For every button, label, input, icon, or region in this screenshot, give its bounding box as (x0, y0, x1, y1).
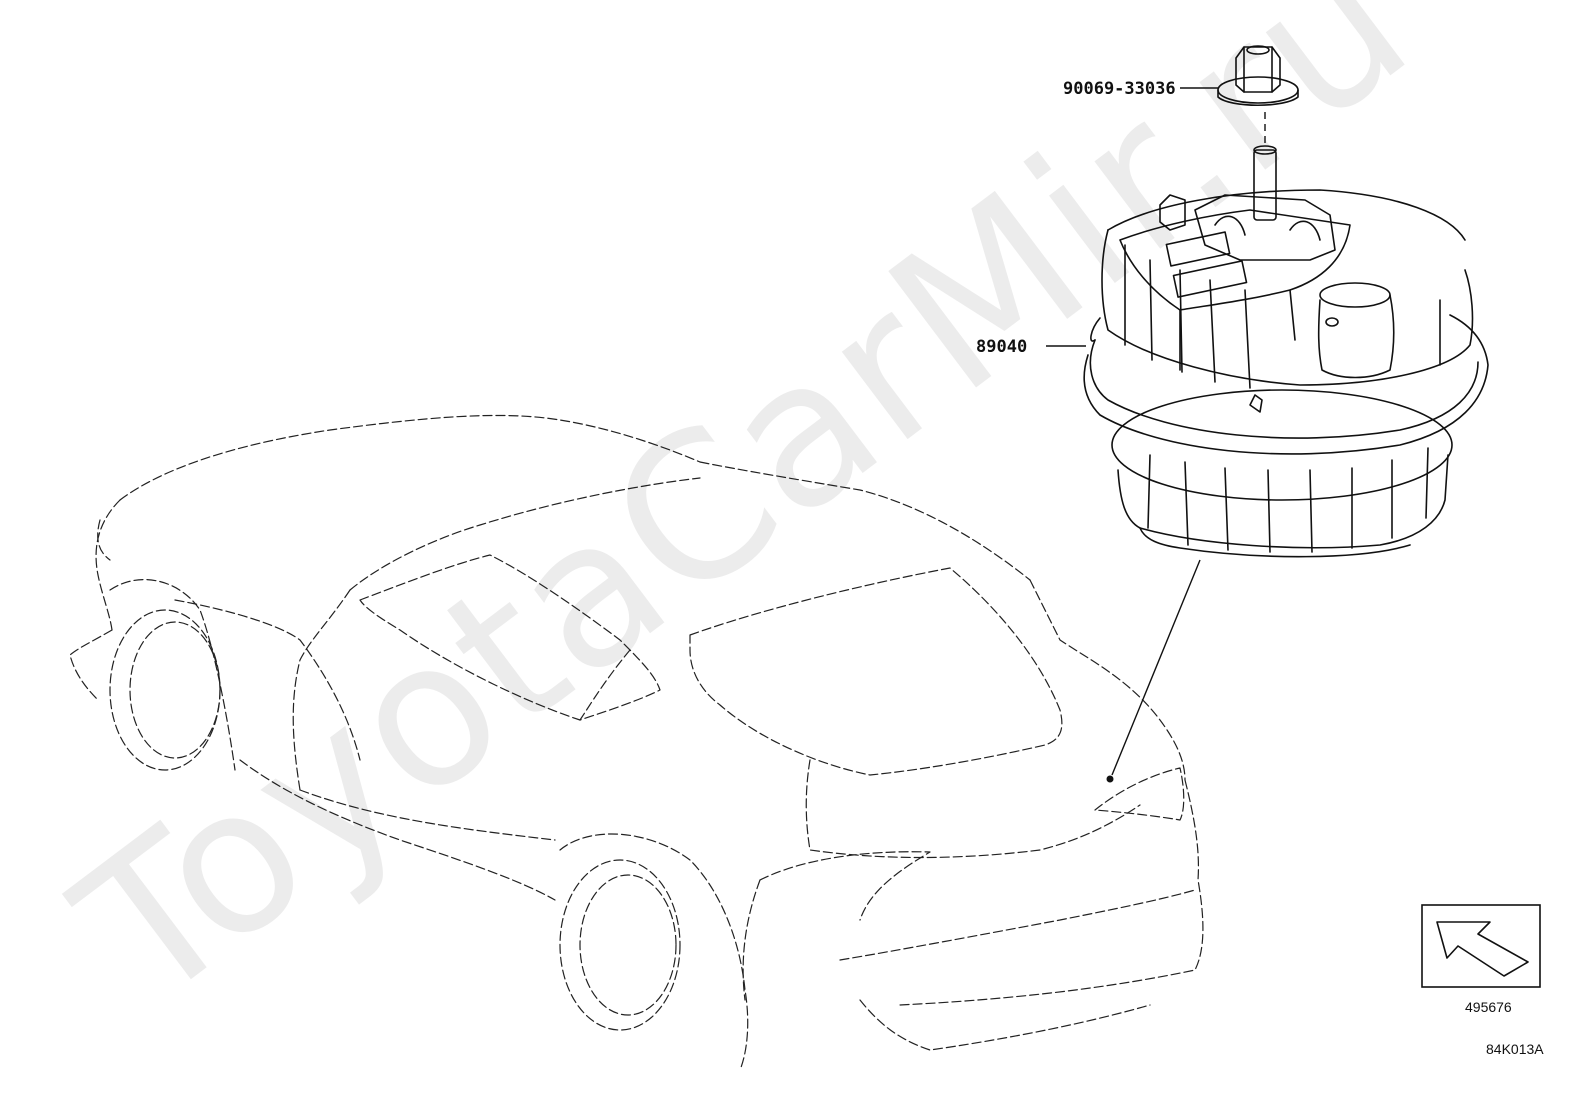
watermark: ToyotaCarMir.ru (38, 0, 1450, 1049)
illustration-code-label: 84K013A (1486, 1041, 1544, 1057)
part-89040-illustration (1083, 145, 1489, 558)
view-direction-box (1421, 904, 1541, 988)
part-number-label[interactable]: 90069-33036 (1063, 79, 1176, 99)
view-direction-arrow-icon (1436, 921, 1529, 977)
part-90069-33036-illustration (1217, 45, 1299, 107)
leader-mount-point (1111, 559, 1201, 776)
part-number-label[interactable]: 89040 (976, 337, 1027, 357)
car-outline (69, 414, 1204, 1071)
view-code-label: 495676 (1465, 999, 1512, 1015)
mount-point-dot (1106, 775, 1114, 783)
